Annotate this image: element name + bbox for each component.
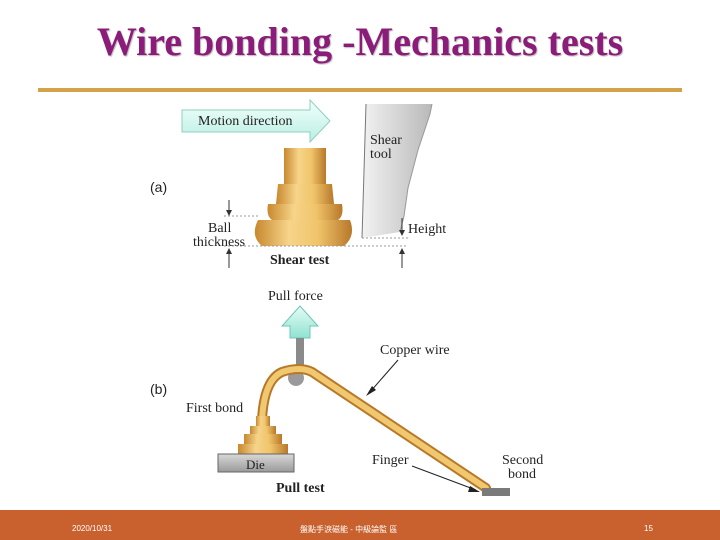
motion-direction-arrow — [181, 98, 331, 144]
panel-b-label: (b) — [150, 381, 168, 397]
copper-wire-label: Copper wire — [380, 343, 450, 358]
pull-force-arrow — [280, 305, 320, 339]
footer-center-text: 盤點手淚磁能 - 中級論監 區 — [300, 525, 398, 534]
second-bond-label-line2: bond — [508, 467, 536, 482]
motion-direction-label: Motion direction — [198, 114, 293, 129]
first-bond — [238, 416, 288, 454]
pull-test-caption: Pull test — [276, 481, 325, 496]
height-indicator — [399, 218, 405, 268]
ball-thickness-label-line2: thickness — [193, 235, 246, 250]
second-bond-pad — [482, 488, 510, 496]
die-label: Die — [246, 457, 265, 472]
finger-label: Finger — [372, 453, 409, 468]
second-bond-label-line1: Second — [502, 453, 544, 468]
ball-thickness-label-line1: Ball — [208, 221, 232, 236]
die — [217, 453, 295, 473]
first-bond-label: First bond — [186, 401, 244, 416]
shear-test-caption: Shear test — [270, 253, 330, 268]
bond-test-diagram — [181, 98, 510, 496]
footer-date: 2020/10/31 — [72, 524, 113, 533]
footer-bar — [0, 510, 720, 540]
ball-thickness-indicator — [226, 200, 232, 268]
page-number: 15 — [644, 524, 653, 533]
shear-tool-label-line1: Shear — [370, 133, 402, 148]
shear-tool — [361, 103, 433, 239]
title-divider — [38, 88, 682, 92]
pull-hook — [288, 338, 304, 386]
ball-bond — [254, 148, 352, 246]
height-label: Height — [408, 222, 447, 237]
panel-a-label: (a) — [150, 179, 168, 195]
second-bond-pointer — [411, 465, 480, 492]
slide-title: Wire bonding -Mechanics tests — [96, 19, 624, 64]
shear-tool-label-line2: tool — [370, 147, 392, 162]
pull-force-label: Pull force — [268, 289, 323, 304]
copper-wire-pointer — [366, 359, 399, 396]
copper-wire — [257, 364, 491, 493]
